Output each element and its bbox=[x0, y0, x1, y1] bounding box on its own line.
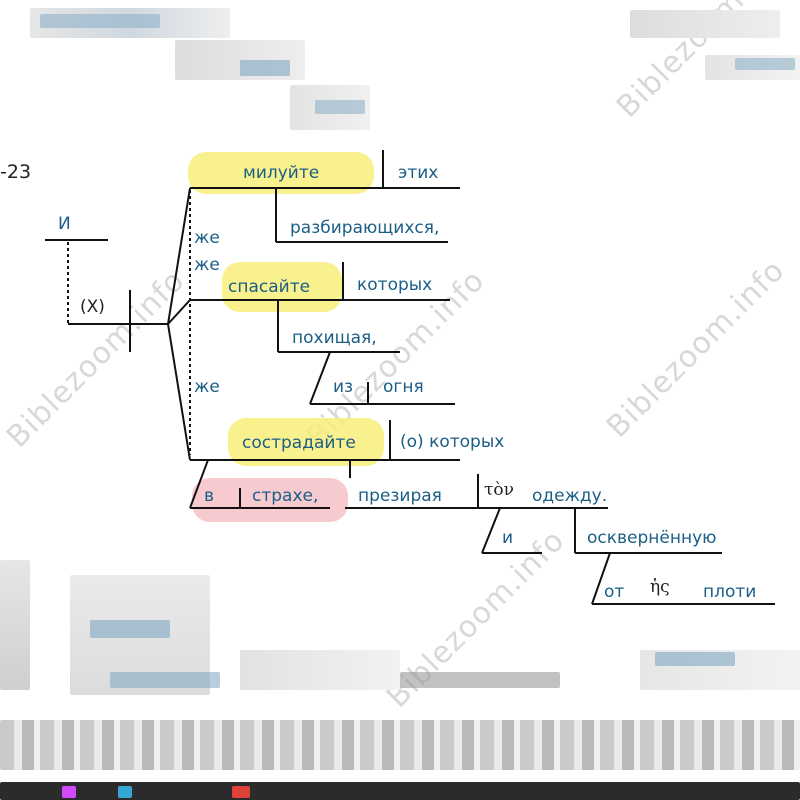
word-greek-tes: ἡς bbox=[650, 577, 670, 597]
blurred-region bbox=[0, 560, 30, 690]
word-spasayte: спасайте bbox=[228, 277, 311, 297]
blurred-region bbox=[630, 10, 780, 38]
word-sostradayte: сострадайте bbox=[242, 433, 356, 453]
word-x: (X) bbox=[80, 297, 105, 317]
word-ot: от bbox=[604, 582, 625, 602]
word-kotoryh-1: которых bbox=[357, 275, 433, 295]
word-pokhishchaya: похищая, bbox=[292, 328, 377, 348]
word-prezira: презирая bbox=[358, 486, 442, 506]
word-zhe-2: же bbox=[194, 255, 220, 275]
word-odezhdu: одежду. bbox=[532, 486, 608, 506]
blurred-region bbox=[240, 60, 290, 76]
blurred-region bbox=[110, 672, 220, 688]
word-ognya: огня bbox=[383, 377, 424, 397]
word-miluyte: милуйте bbox=[243, 163, 320, 183]
taskbar-icon bbox=[62, 786, 76, 798]
highlight-spasayte bbox=[222, 262, 342, 312]
word-v: в bbox=[204, 486, 215, 506]
blurred-region bbox=[0, 782, 800, 800]
word-etih: этих bbox=[398, 163, 439, 183]
highlight-sostradayte bbox=[228, 418, 384, 466]
blurred-region bbox=[735, 58, 795, 70]
blurred-region bbox=[0, 720, 800, 770]
word-o-kotoryh: (о) которых bbox=[400, 432, 505, 452]
word-razbirayushchikhsya: разбирающихся, bbox=[290, 218, 440, 238]
word-i: И bbox=[58, 214, 71, 234]
blurred-region bbox=[315, 100, 365, 114]
blurred-region bbox=[400, 672, 560, 688]
word-iz: из bbox=[333, 377, 354, 397]
word-i-2: и bbox=[502, 528, 514, 548]
blurred-region bbox=[240, 650, 400, 690]
verse-reference: -23 bbox=[0, 161, 32, 183]
word-zhe-3: же bbox=[194, 377, 220, 397]
taskbar-icon bbox=[118, 786, 132, 798]
blurred-region bbox=[90, 620, 170, 638]
word-greek-ton: τὸν bbox=[484, 480, 514, 500]
blurred-region bbox=[40, 14, 160, 28]
word-strakhe: страхе, bbox=[252, 486, 319, 506]
word-oskvernennuyu: осквернённую bbox=[587, 528, 717, 548]
word-ploti: плоти bbox=[703, 582, 757, 602]
blurred-region bbox=[655, 652, 735, 666]
highlight-v-strakhe bbox=[192, 478, 348, 522]
word-zhe-1: же bbox=[194, 228, 220, 248]
taskbar-icon bbox=[232, 786, 250, 798]
